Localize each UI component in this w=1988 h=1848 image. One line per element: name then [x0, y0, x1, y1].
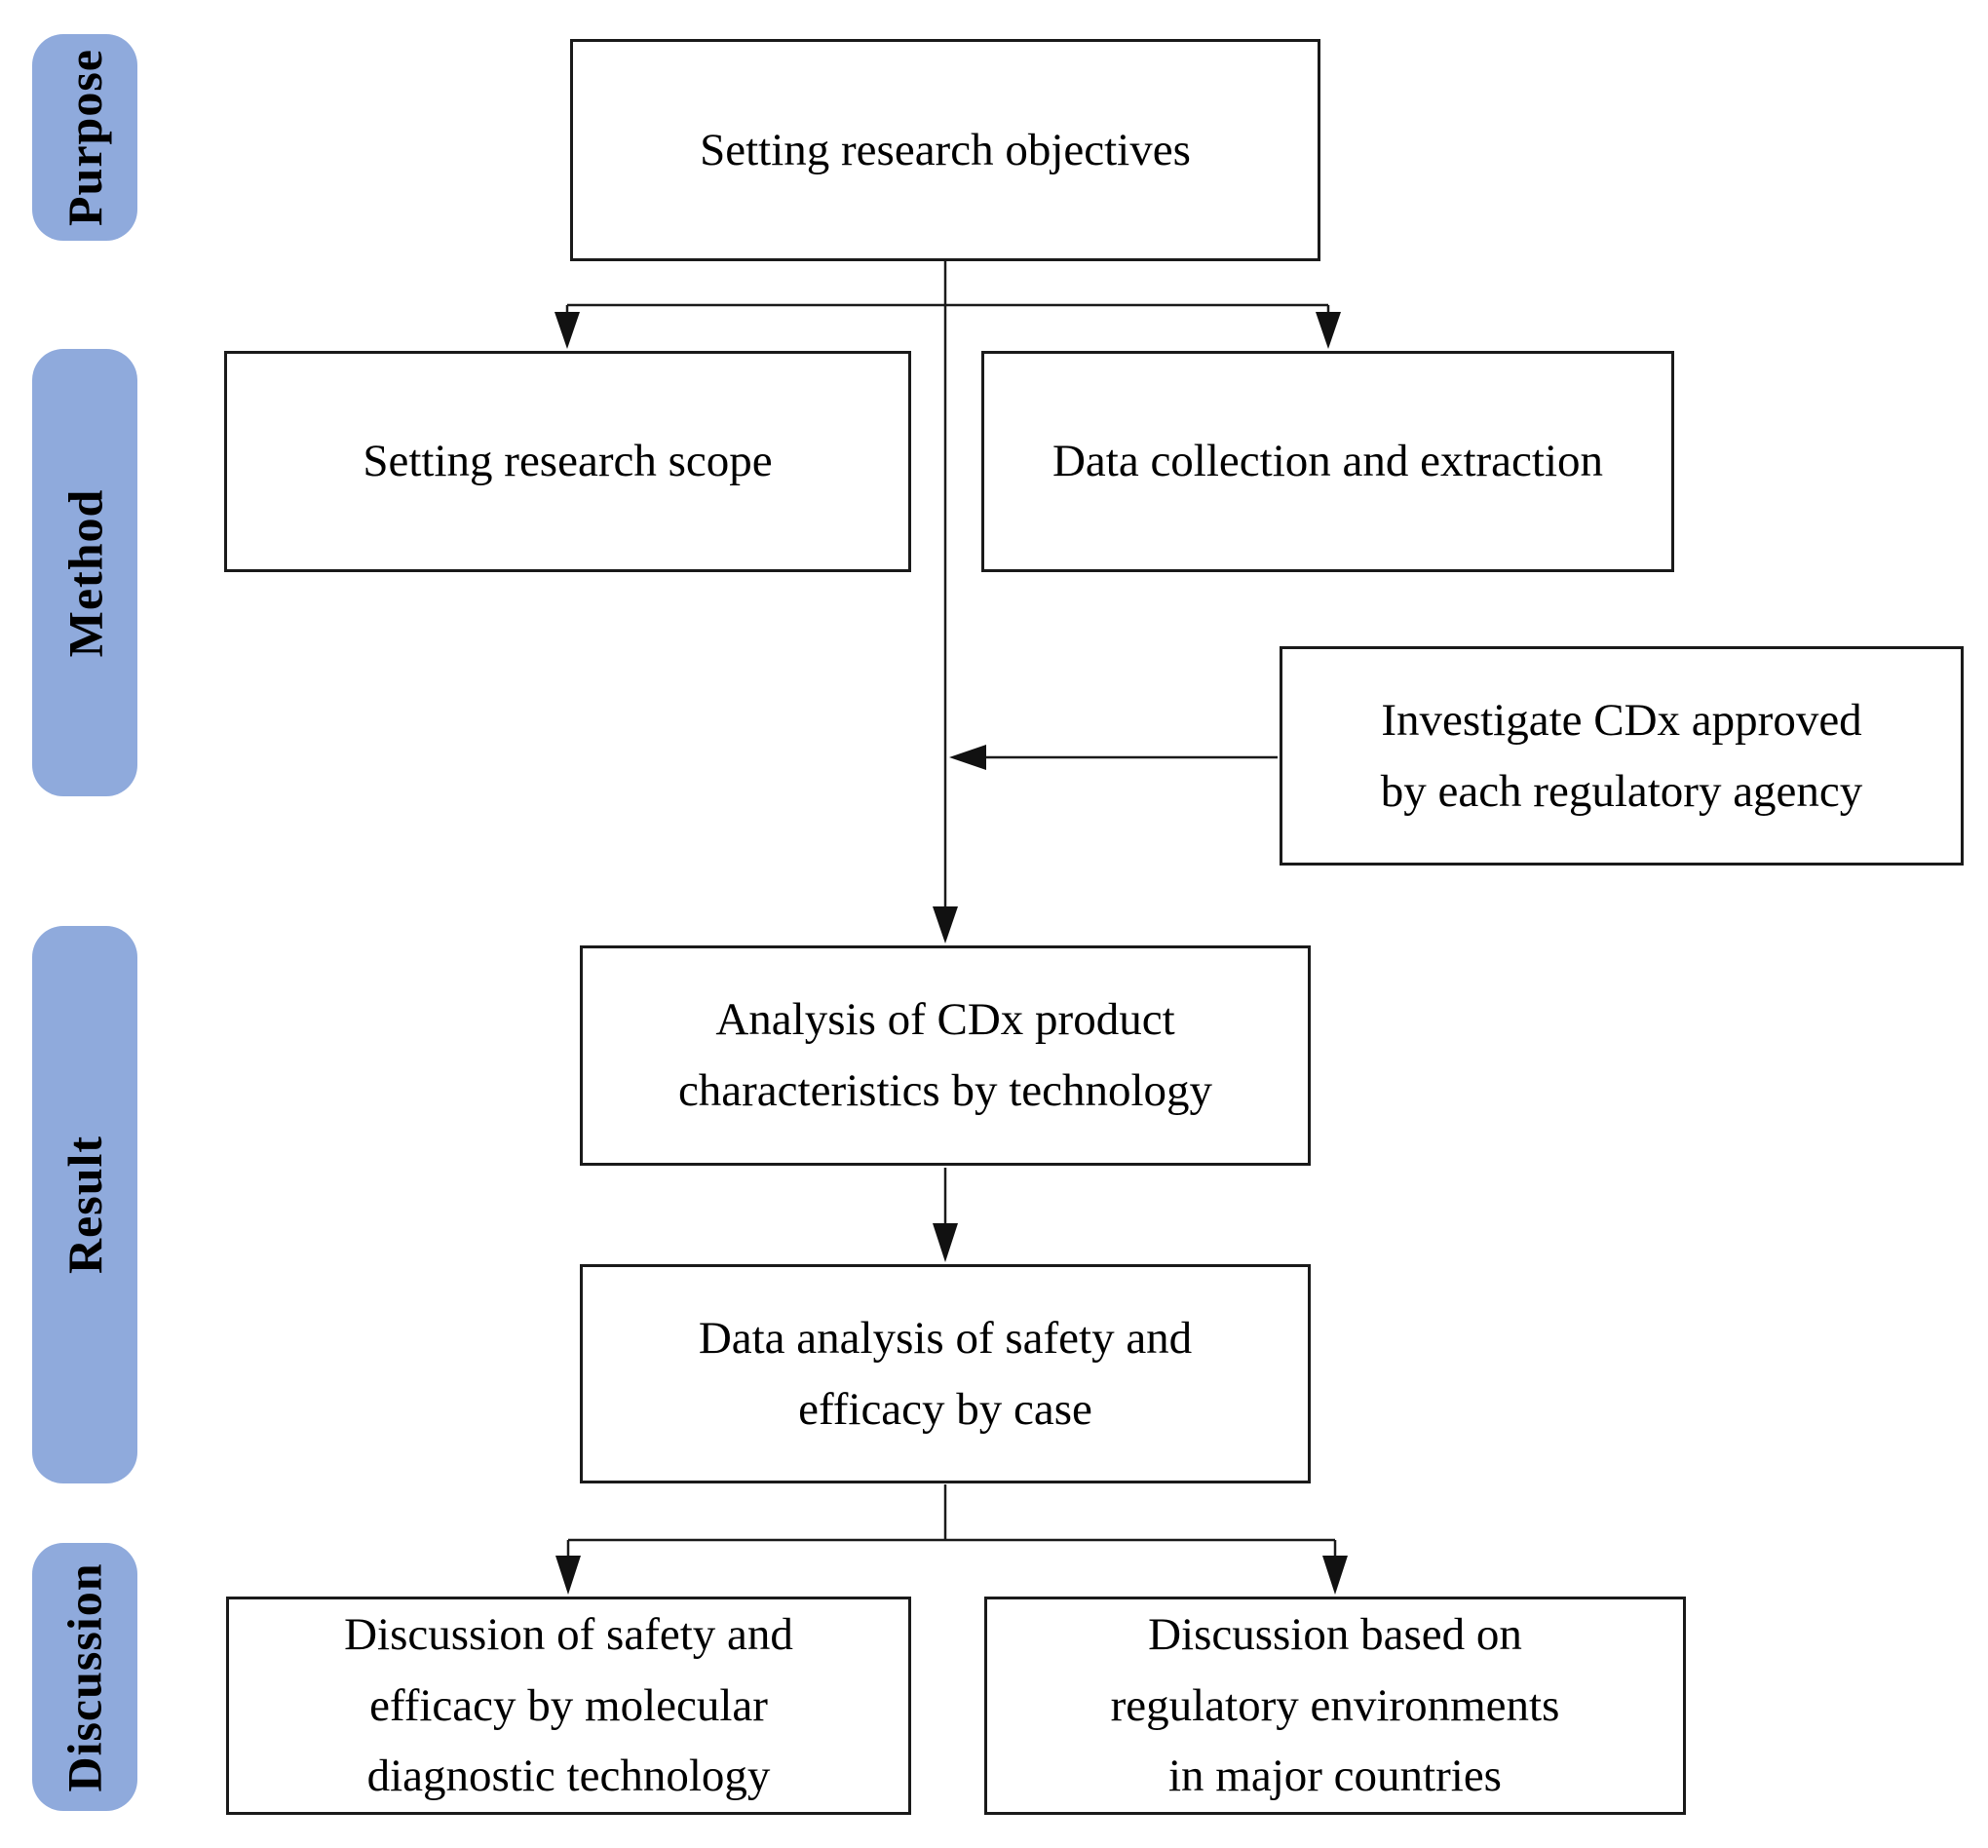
stage-label-method: Method	[57, 488, 112, 657]
node-discussion-regulatory-environments: Discussion based on regulatory environme…	[984, 1597, 1686, 1815]
stage-label-discussion: Discussion	[57, 1561, 113, 1792]
node-data-analysis-of-safety-and-efficacy: Data analysis of safety and efficacy by …	[580, 1264, 1311, 1483]
arrowhead-into-collection	[1316, 312, 1341, 349]
node-discussion-safety-efficacy-molecular: Discussion of safety and efficacy by mol…	[226, 1597, 911, 1815]
arrowhead-into-flow	[949, 745, 986, 770]
arrowhead-into-analysis	[933, 906, 958, 943]
stage-label-result: Result	[57, 1135, 113, 1275]
node-setting-research-objectives: Setting research objectives	[570, 39, 1320, 261]
stage-pill-method: Method	[32, 349, 137, 796]
node-label: Analysis of CDx product characteristics …	[677, 994, 1213, 1116]
stage-pill-result: Result	[32, 926, 137, 1483]
stage-pill-discussion: Discussion	[32, 1543, 137, 1811]
node-label: Investigate CDx approved by each regulat…	[1380, 694, 1863, 817]
stage-pill-purpose: Purpose	[32, 34, 137, 241]
node-label: Setting research scope	[363, 436, 773, 487]
node-investigate-cdx-approved: Investigate CDx approved by each regulat…	[1280, 646, 1964, 866]
node-label: Data collection and extraction	[1051, 436, 1604, 487]
node-label: Setting research objectives	[700, 124, 1191, 175]
arrowhead-into-discussion-regulatory	[1322, 1556, 1348, 1595]
node-setting-research-scope: Setting research scope	[224, 351, 911, 572]
node-data-collection-and-extraction: Data collection and extraction	[981, 351, 1674, 572]
stage-label-purpose: Purpose	[57, 49, 112, 226]
node-label: Data analysis of safety and efficacy by …	[698, 1312, 1193, 1435]
node-label: Discussion of safety and efficacy by mol…	[344, 1608, 793, 1802]
node-label: Discussion based on regulatory environme…	[1110, 1608, 1560, 1802]
arrowhead-into-discussion-molecular	[555, 1556, 581, 1595]
arrowhead-into-scope	[554, 312, 580, 349]
node-analysis-of-cdx-product-characteristics: Analysis of CDx product characteristics …	[580, 945, 1311, 1166]
arrowhead-into-dataanalysis	[933, 1223, 958, 1262]
